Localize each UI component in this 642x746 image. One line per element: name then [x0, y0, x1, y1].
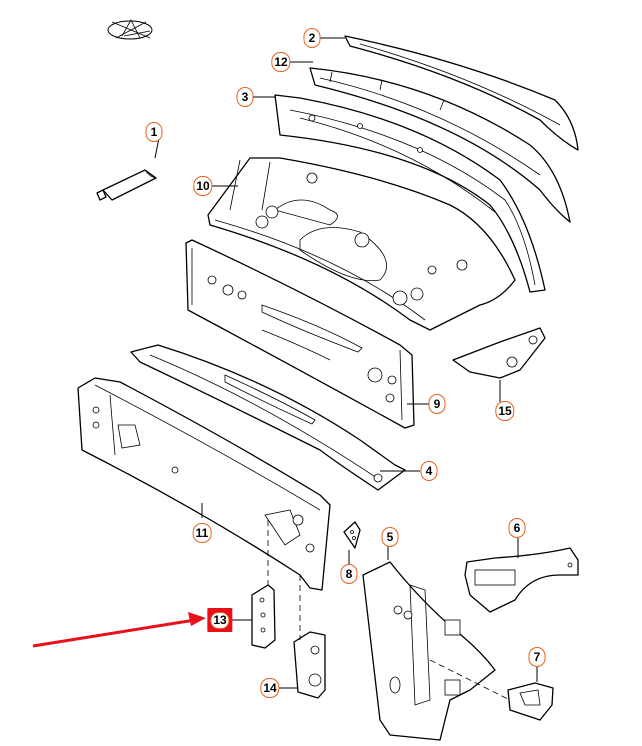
brand-logo-icon — [107, 19, 153, 40]
callout-3[interactable]: 3 — [236, 87, 254, 107]
part-7-small-bracket[interactable] — [507, 682, 554, 721]
callout-9[interactable]: 9 — [428, 394, 446, 414]
part-15-bracket[interactable] — [452, 327, 546, 379]
part-14-mounting-bracket[interactable] — [293, 631, 326, 699]
part-4-crossmember[interactable] — [130, 344, 406, 491]
callout-1[interactable]: 1 — [145, 122, 163, 142]
part-13-mounting-bracket[interactable] — [251, 584, 276, 649]
part-3-rear-rail[interactable] — [274, 94, 546, 293]
part-6-wheelhouse-bracket[interactable] — [464, 547, 579, 613]
callout-6[interactable]: 6 — [508, 518, 526, 538]
callout-8[interactable]: 8 — [340, 564, 358, 584]
callout-5[interactable]: 5 — [381, 527, 399, 547]
callout-7[interactable]: 7 — [528, 647, 546, 667]
callout-11[interactable]: 11 — [192, 523, 212, 543]
part-9-rear-panel[interactable] — [185, 239, 415, 429]
callout-10[interactable]: 10 — [193, 176, 213, 196]
part-5-side-panel[interactable] — [362, 561, 496, 741]
part-8-gusset[interactable] — [343, 521, 361, 549]
part-11-floor-crossmember[interactable] — [77, 377, 331, 591]
callout-13-highlighted[interactable]: 13 — [207, 608, 233, 632]
callout-4[interactable]: 4 — [420, 461, 438, 481]
callout-15[interactable]: 15 — [495, 401, 515, 421]
part-2-upper-trim-strip[interactable] — [344, 35, 579, 151]
highlight-arrow — [32, 612, 206, 648]
part-12-reinforcement-strip[interactable] — [309, 67, 571, 223]
callout-2[interactable]: 2 — [303, 28, 321, 48]
callout-14[interactable]: 14 — [260, 678, 280, 698]
callout-12[interactable]: 12 — [271, 52, 291, 72]
part-10-parcel-shelf[interactable] — [207, 157, 516, 331]
part-1-sealant-tube[interactable] — [96, 169, 157, 201]
